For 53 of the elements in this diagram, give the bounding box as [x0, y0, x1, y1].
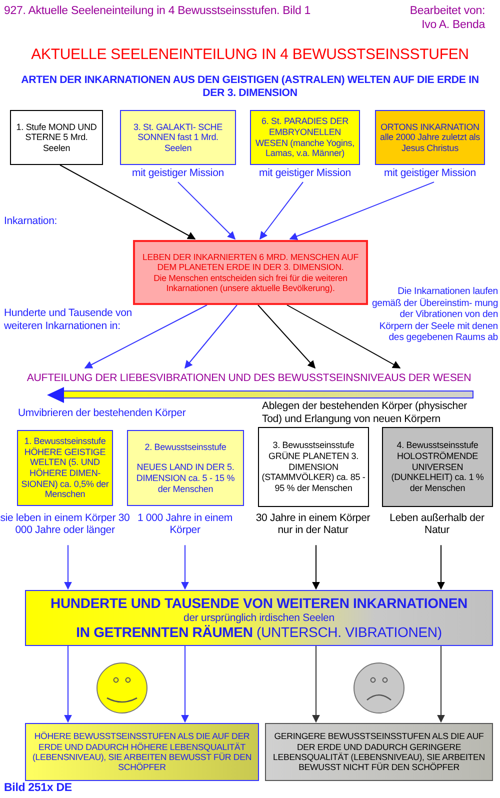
- header-text: 927. Aktuelle Seeleneinteilung in 4 Bewusstseinsstufen. Bild 1: [4, 5, 312, 19]
- box-text: NEUES LAND IN DER 5. DIMENSION ca. 5 - 15 % der Menschen: [135, 462, 236, 494]
- subtitle: ARTEN DER INKARNATIONEN AUS DEN GEISTIGEN (ASTRALEN) WELTEN AUF DIE ERDE IN DER 3. DIMENSION: [20, 74, 480, 100]
- arrow: [60, 164, 196, 240]
- arrow: [181, 544, 189, 590]
- box-text: HUNDERTE UND TAUSENDE VON WEITEREN INKARNATIONEN: [50, 595, 468, 612]
- box-text: der ursprünglich irdischen Seelen: [184, 612, 334, 624]
- side-note: sie leben in einem Körper 30 000 Jahre oder länger: [0, 512, 130, 536]
- arrow: [181, 646, 189, 723]
- outcome-box: HÖHERE BEWUSSTSEINSSTUFEN ALS DIE AUF DER ERDE UND DADURCH HÖHERE LEBENSQUALITÄT (LEBENSNIVEAU), SIE ARBEITEN BEWUSST FÜR DEN SCHÖPFER: [25, 723, 259, 781]
- arrow: [64, 646, 72, 723]
- side-note: Umvibrieren der bestehenden Körper: [18, 407, 187, 420]
- side-note: Hunderte und Tausende von weiteren Inkarnationen in:: [4, 307, 133, 332]
- box-text: LEBEN DER INKARNIERTEN 6 MRD. MENSCHEN AUF DEM PLANETEN ERDE IN DER 3. DIMENSION.: [142, 252, 360, 272]
- box-text: IN GETRENNTEN RÄUMEN (UNTERSCH. VIBRATIONEN): [76, 624, 442, 641]
- arrow: [286, 304, 401, 368]
- side-note: Ablegen der bestehenden Körper (physischer Tod) und Erlangung von neuen Körpern: [262, 400, 468, 426]
- side-note: mit geistiger Mission: [258, 167, 352, 180]
- outcome-box: GERINGERE BEWUSSTSEINSSTUFEN ALS DIE AUF DER ERDE UND DADURCH GERINGERE LEBENSQUALITÄT (LEBENSNIVEAU), SIE ARBEITEN BEWUSST NICHT FÜR DEN SCHÖPFER: [265, 723, 493, 781]
- box-text: 2. Bewusstseinsstufe: [144, 442, 226, 452]
- side-note: Leben außerhalb der Natur: [388, 512, 486, 536]
- incarnation-box: [25, 590, 493, 646]
- arrow: [289, 182, 434, 240]
- stage-box: 3. St. GALAKTI- SCHE SONNEN fast 1 Mrd. Seelen: [120, 110, 236, 165]
- arrow: [258, 304, 316, 369]
- side-note: 30 Jahre in einem Körper nur in der Natur: [254, 512, 372, 536]
- arrow: [184, 304, 238, 369]
- stage-box: 1. Stufe MOND UND STERNE 5 Mrd. Seelen: [10, 110, 103, 165]
- level-box: 3. Bewusstseinsstufe GRÜNE PLANETEN 3. DIMENSION (STAMMVÖLKER) ca. 85 - 95 % der Menschen: [258, 427, 369, 507]
- arrow: [437, 646, 445, 723]
- level-box: 1. Bewusstseinsstufe HÖHERE GEISTIGE WELTEN (5. UND HÖHERE DIMEN- SIONEN) ca. 0,5% der Menschen: [17, 430, 113, 506]
- title: AKTUELLE SEELENEINTEILUNG IN 4 BEWUSSTSEINSSTUFEN: [30, 46, 470, 63]
- side-note: Die Inkarnationen laufen gemäß der Übereinstim- mung der Vibrationen von den Körpern der Seele mit denen des gegebenen Raums ab: [370, 286, 498, 344]
- arrow: [64, 544, 72, 590]
- stage-box: ORTONS INKARNATION alle 2000 Jahre zuletzt als Jesus Christus: [375, 110, 485, 165]
- level-box: 4. Bewusstseinsstufe HOLOSTRÖMENDE UNIVERSEN (DUNKELHEIT) ca. 1 % der Menschen: [382, 427, 493, 507]
- section-heading: AUFTEILUNG DER LIEBESVIBRATIONEN UND DES BEWUSSTSEINSNIVEAUS DER WESEN: [14, 369, 484, 387]
- arrow: [84, 304, 208, 368]
- arrow: [437, 544, 445, 590]
- side-note: mit geistiger Mission: [131, 167, 225, 180]
- earth-life-box: [133, 240, 368, 305]
- side-note: mit geistiger Mission: [383, 167, 477, 180]
- arrow: [178, 182, 236, 240]
- stage-box: 6. St. PARADIES DER EMBRYONELLEN WESEN (manche Yogins, Lamas, v.a. Männer): [250, 110, 360, 165]
- figure-number: Bild 251x DE: [4, 782, 73, 796]
- arrow: [312, 646, 320, 723]
- box-text: Die Menschen entscheiden sich frei für die weiteren Inkarnationen (unsere aktuelle Bevölkerung).: [152, 272, 348, 294]
- side-note: 1 000 Jahre in einem Körper: [136, 512, 234, 536]
- author-credit: Bearbeitet von: Ivo A. Benda: [408, 5, 485, 33]
- arrow: [260, 182, 304, 240]
- level-box: [127, 430, 244, 506]
- arrow: [312, 544, 320, 590]
- side-note: Inkarnation:: [4, 215, 58, 228]
